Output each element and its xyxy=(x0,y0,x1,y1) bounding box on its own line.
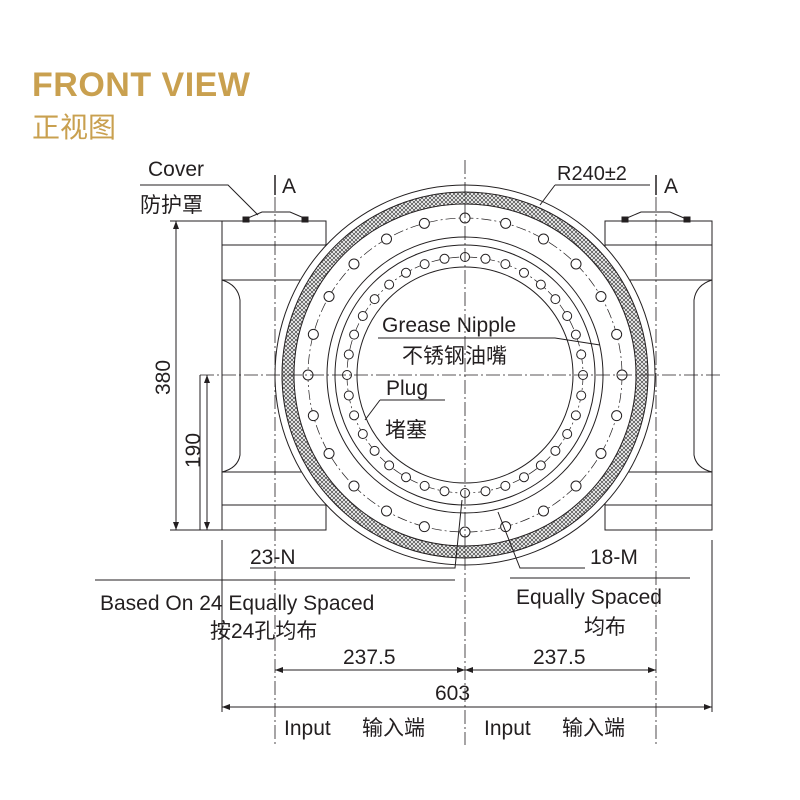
page-title: FRONT VIEW xyxy=(32,66,251,104)
based-on-label: Based On 24 Equally Spaced xyxy=(100,592,374,615)
page-subtitle: 正视图 xyxy=(32,112,117,143)
inner-bolt-hole xyxy=(419,480,430,491)
inner-bolt-hole xyxy=(419,259,430,270)
outer-bolt-hole xyxy=(611,328,623,340)
outer-bolt-hole xyxy=(595,291,607,302)
outer-bolt-hole xyxy=(348,480,360,492)
dim-half-right: 237.5 xyxy=(533,646,586,669)
inner-bolt-hole xyxy=(570,329,581,340)
grease-nipple-label: Grease Nipple xyxy=(382,314,516,337)
outer-bolt-hole xyxy=(538,233,549,245)
inner-bolt-hole xyxy=(349,410,360,421)
plug-label: Plug xyxy=(386,377,428,400)
inner-bolt-hole xyxy=(570,410,581,421)
outer-bolt-hole xyxy=(570,258,582,270)
inner-bolt-hole xyxy=(480,486,491,497)
inner-bolt-hole xyxy=(576,390,587,401)
outer-bolt-hole xyxy=(611,410,623,422)
outer-bolt-hole xyxy=(381,233,392,245)
inner-bolt-hole xyxy=(562,311,573,321)
dim-total-width: 603 xyxy=(435,682,470,705)
dim-height-190: 190 xyxy=(182,433,205,468)
bolt-holes xyxy=(302,212,628,538)
equally-spaced-label-cn: 均布 xyxy=(584,616,626,639)
outer-bolt-hole xyxy=(307,328,319,340)
inner-bolt-hole xyxy=(500,480,511,491)
inner-bolt-hole xyxy=(439,486,450,497)
radius-label: R240±2 xyxy=(557,163,627,185)
outer-bolt-hole xyxy=(570,480,582,492)
input-left-label: Input xyxy=(284,717,331,740)
input-left-label-cn: 输入端 xyxy=(362,717,425,740)
holes-left-label: 23-N xyxy=(250,546,296,569)
inner-bolt-hole xyxy=(357,429,368,439)
outer-bolt-hole xyxy=(595,448,607,459)
outer-bolt-hole xyxy=(348,258,360,270)
outer-bolt-hole xyxy=(418,521,430,533)
inner-bolt-hole xyxy=(343,349,354,360)
outer-bolt-hole xyxy=(500,217,512,229)
inner-bolt-hole xyxy=(500,259,511,270)
inner-bolt-hole xyxy=(349,329,360,340)
cover-label-cn: 防护罩 xyxy=(140,194,203,217)
inner-bolt-hole xyxy=(519,472,529,483)
equally-spaced-label: Equally Spaced xyxy=(516,586,662,609)
inner-bolt-hole xyxy=(369,294,380,305)
section-a-left: A xyxy=(282,175,296,198)
cover-label: Cover xyxy=(148,158,204,181)
outer-bolt-hole xyxy=(418,217,430,229)
inner-bolt-hole xyxy=(535,279,546,290)
inner-bolt-hole xyxy=(576,349,587,360)
inner-bolt-hole xyxy=(439,253,450,264)
inner-bolt-hole xyxy=(343,390,354,401)
grease-nipple-label-cn: 不锈钢油嘴 xyxy=(402,345,507,368)
outer-bolt-hole xyxy=(538,505,549,517)
inner-bolt-hole xyxy=(550,294,561,305)
outer-bolt-hole xyxy=(381,505,392,517)
based-on-label-cn: 按24孔均布 xyxy=(210,620,317,643)
inner-bolt-hole xyxy=(401,267,411,278)
input-right-label-cn: 输入端 xyxy=(562,717,625,740)
outer-bolt-hole xyxy=(307,410,319,422)
dim-half-left: 237.5 xyxy=(343,646,396,669)
input-right-label: Input xyxy=(484,717,531,740)
dim-height-380: 380 xyxy=(152,360,175,395)
inner-bolt-hole xyxy=(480,253,491,264)
inner-bolt-hole xyxy=(519,267,529,278)
section-a-right: A xyxy=(664,175,678,198)
plug-label-cn: 堵塞 xyxy=(385,419,427,442)
inner-bolt-hole xyxy=(369,445,380,456)
holes-right-label: 18-M xyxy=(590,546,638,569)
inner-bolt-hole xyxy=(384,279,395,290)
inner-bolt-hole xyxy=(401,472,411,483)
inner-bolt-hole xyxy=(550,445,561,456)
outer-bolt-hole xyxy=(323,448,335,459)
inner-bolt-hole xyxy=(535,460,546,471)
inner-bolt-hole xyxy=(384,460,395,471)
inner-bolt-hole xyxy=(357,311,368,321)
outer-bolt-hole xyxy=(323,291,335,302)
inner-bolt-hole xyxy=(562,429,573,439)
